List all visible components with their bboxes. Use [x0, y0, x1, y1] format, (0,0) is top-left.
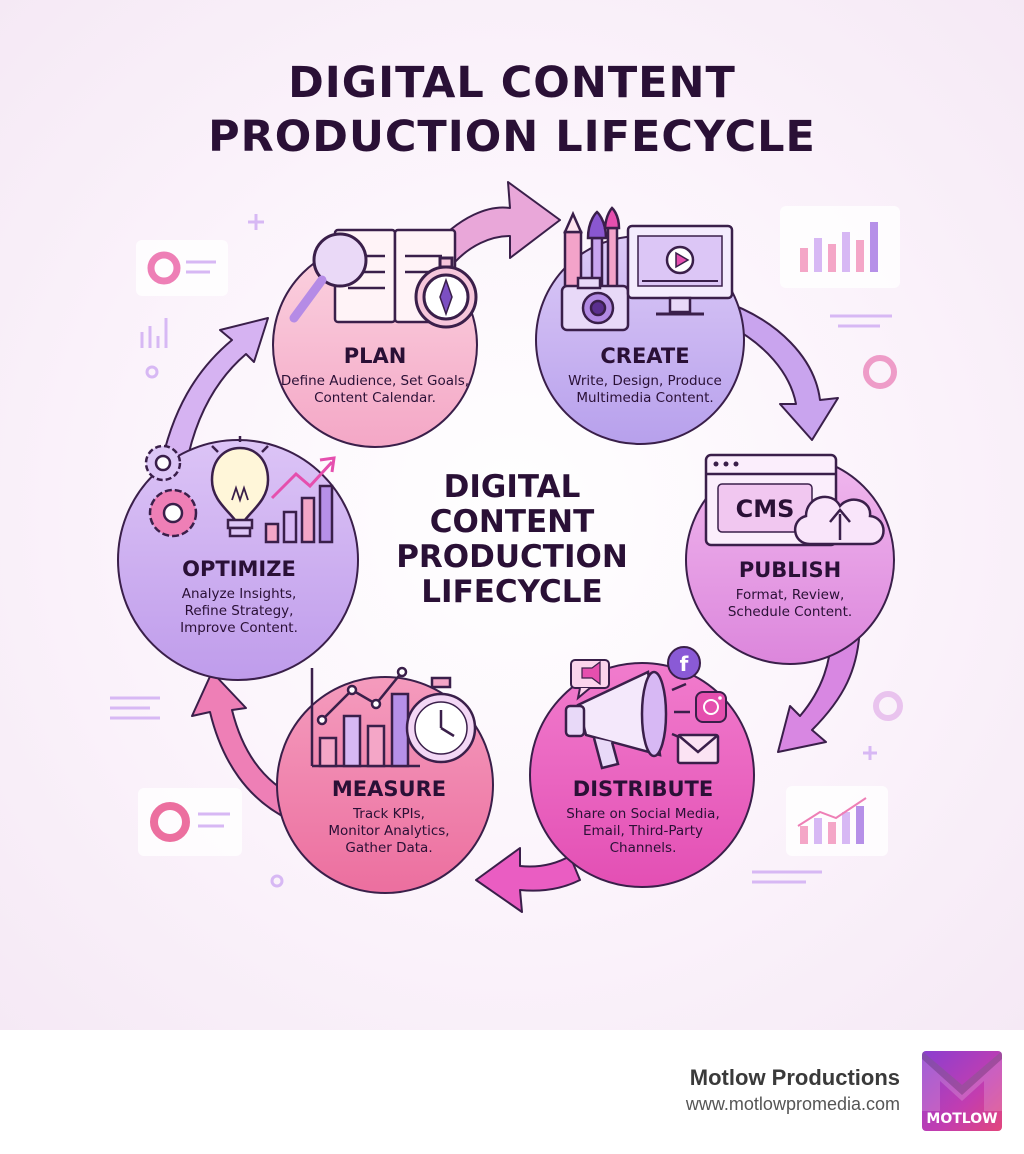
arrow-create-to-publish: [719, 299, 839, 441]
stage-optimize: OPTIMIZE Analyze Insights, Refine Strate…: [139, 556, 339, 637]
brand-name: Motlow Productions: [689, 1065, 900, 1090]
center-line-1: DIGITAL: [443, 469, 581, 505]
growth-chart-icon: [264, 456, 336, 544]
stage-optimize-desc-3: Improve Content.: [180, 620, 298, 636]
monitor-play-icon: [626, 224, 734, 316]
stage-distribute-desc-1: Share on Social Media,: [566, 806, 720, 822]
logo-m-shape: [922, 1051, 1002, 1111]
arrow-distribute-to-measure: [475, 847, 581, 913]
stage-publish: PUBLISH Format, Review, Schedule Content…: [690, 557, 890, 621]
gears-icon: [144, 444, 198, 538]
stage-distribute: DISTRIBUTE Share on Social Media, Email,…: [538, 776, 748, 857]
arrow-plan-to-create: [429, 181, 561, 263]
decor-donut-card-top-left: [136, 240, 228, 296]
arrow-optimize-to-plan: [159, 317, 269, 471]
stage-publish-desc-2: Schedule Content.: [727, 604, 853, 620]
stage-plan-desc-2: Content Calendar.: [314, 390, 436, 406]
megaphone-icon: [564, 670, 690, 770]
speech-bubble-icon: [570, 659, 610, 701]
stage-optimize-desc-2: Refine Strategy,: [184, 603, 294, 619]
stage-distribute-desc-2: Email, Third-Party: [583, 823, 703, 839]
paintbrush-icon: [586, 206, 621, 296]
stage-plan-desc-1: Define Audience, Set Goals,: [280, 373, 470, 389]
lifecycle-diagram: CMS f: [110, 181, 903, 913]
title-line-1: DIGITAL CONTENT: [288, 58, 736, 108]
stopwatch-icon: [405, 676, 477, 764]
decor-small-marks: [110, 214, 903, 888]
facebook-icon: f: [667, 646, 701, 680]
camera-icon: [560, 276, 630, 332]
stage-plan-title: PLAN: [343, 344, 407, 368]
compass-icon: [414, 256, 478, 329]
instagram-icon: [695, 691, 727, 723]
stage-distribute-title: DISTRIBUTE: [572, 777, 714, 801]
center-line-4: LIFECYCLE: [421, 574, 603, 610]
stage-measure-title: MEASURE: [331, 777, 447, 801]
footer: [0, 1030, 1024, 1154]
stage-publish-desc-1: Format, Review,: [735, 587, 845, 603]
envelope-icon: [676, 733, 720, 765]
magnifier-icon: [289, 232, 368, 323]
center-label: DIGITAL CONTENT PRODUCTION LIFECYCLE: [362, 470, 662, 610]
stage-plan: PLAN Define Audience, Set Goals, Content…: [268, 343, 482, 407]
cloud-upload-icon: [794, 495, 885, 546]
stage-measure-desc-3: Gather Data.: [345, 840, 433, 856]
decor-bar-chart-bottom-right: [786, 786, 888, 856]
motlow-logo-icon: MOTLOW: [922, 1051, 1002, 1131]
cycle-arrows: [159, 181, 861, 913]
decor-donut-card-bottom-left: [138, 788, 242, 856]
stage-create-desc-2: Multimedia Content.: [576, 390, 714, 406]
page-title: DIGITAL CONTENT PRODUCTION LIFECYCLE: [0, 56, 1024, 164]
logo-text: MOTLOW: [926, 1111, 998, 1127]
stage-distribute-desc-3: Channels.: [609, 840, 677, 856]
cms-label: CMS: [736, 495, 795, 523]
lightbulb-icon: [210, 436, 270, 538]
stage-create-desc-1: Write, Design, Produce: [568, 373, 722, 389]
stage-measure-desc-1: Track KPIs,: [353, 806, 425, 822]
center-line-3: PRODUCTION: [396, 539, 628, 575]
stage-publish-title: PUBLISH: [738, 558, 842, 582]
svg-text:f: f: [680, 652, 689, 676]
stage-measure-desc-2: Monitor Analytics,: [328, 823, 450, 839]
decor-bar-chart-top-right: [780, 206, 900, 288]
title-line-2: PRODUCTION LIFECYCLE: [208, 112, 816, 162]
center-line-2: CONTENT: [429, 504, 595, 540]
brand-block: Motlow Productions www.motlowpromedia.co…: [686, 1064, 900, 1116]
bar-chart-icon: [310, 666, 420, 768]
stage-create-title: CREATE: [600, 344, 690, 368]
stage-measure: MEASURE Track KPIs, Monitor Analytics, G…: [289, 776, 489, 857]
stage-optimize-title: OPTIMIZE: [182, 557, 296, 581]
brand-url[interactable]: www.motlowpromedia.com: [685, 1094, 900, 1114]
stage-create: CREATE Write, Design, Produce Multimedia…: [530, 343, 760, 407]
stage-optimize-desc-1: Analyze Insights,: [181, 586, 297, 602]
